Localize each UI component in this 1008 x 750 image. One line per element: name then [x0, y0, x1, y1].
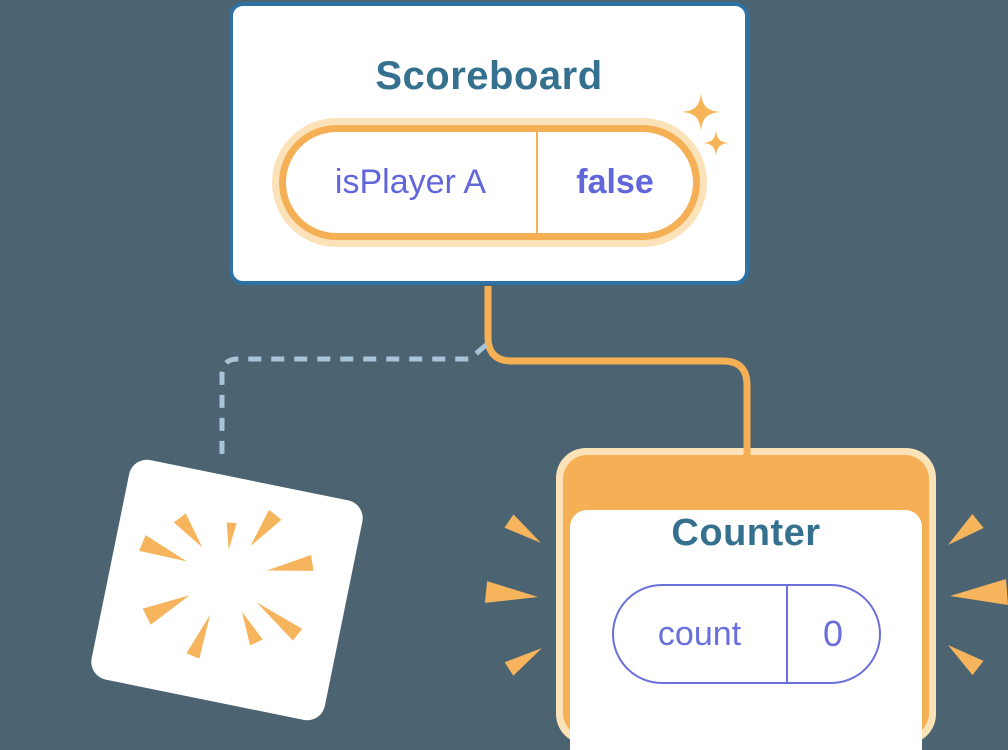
connector-line-dashed: [219, 343, 488, 458]
scoreboard-state-pill-glow: isPlayer A false: [271, 118, 707, 247]
connector-line-active: [484, 286, 751, 458]
state-value-label: false: [535, 132, 693, 233]
counter-title: Counter: [671, 512, 821, 554]
scoreboard-state-pill-inner: isPlayer A false: [285, 132, 693, 233]
emphasis-burst-icon-right: [948, 514, 1008, 676]
scoreboard-state-pill: isPlayer A false: [278, 125, 700, 240]
counter-card: Counter count 0: [556, 448, 936, 750]
count-name-label: count: [657, 614, 742, 653]
state-name-label: isPlayer A: [334, 163, 487, 201]
counter-card-inner: Counter count 0: [570, 510, 922, 750]
emphasis-burst-icon-left: [484, 514, 542, 676]
scoreboard-title: Scoreboard: [375, 54, 603, 98]
count-value-label: 0: [785, 586, 879, 682]
poof-card: [88, 456, 366, 724]
counter-card-ring: Counter count 0: [563, 455, 929, 750]
poof-burst-icon: [139, 509, 314, 659]
scoreboard-card: Scoreboard isPlayer A false: [229, 2, 749, 285]
counter-state-pill: count 0: [611, 584, 881, 684]
